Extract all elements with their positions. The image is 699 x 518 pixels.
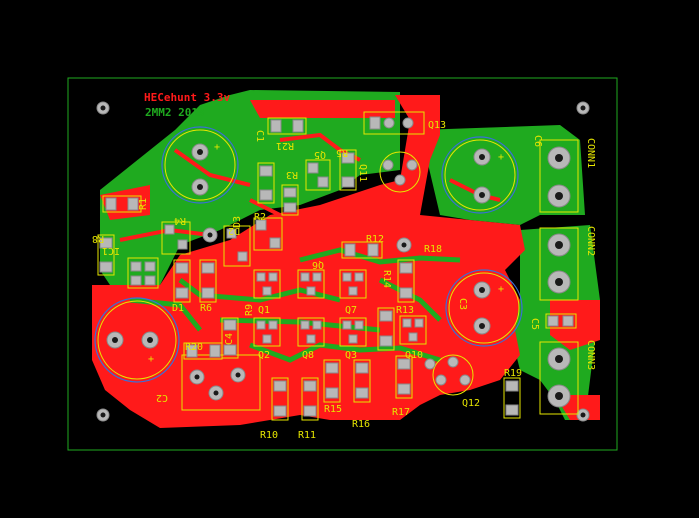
transistor-q13 — [363, 111, 425, 135]
label-r13: R13 — [396, 305, 414, 316]
label-r12: R12 — [366, 234, 384, 245]
label-r3: R3 — [286, 169, 298, 180]
label-r9: R9 — [244, 304, 255, 316]
label-r11: R11 — [298, 430, 316, 441]
connector-conn1 — [539, 139, 579, 213]
label-d2: D2 — [228, 225, 240, 236]
label-q11: Q11 — [357, 164, 368, 182]
polarity-marks: + + + + — [148, 142, 504, 365]
vias — [202, 227, 436, 370]
label-r1: R1 — [138, 198, 149, 210]
capacitor-c1 — [161, 126, 239, 204]
svg-text:+: + — [214, 142, 220, 153]
label-conn3: CONN3 — [585, 340, 596, 370]
capacitor-c2-outline — [181, 354, 261, 411]
label-c5: C5 — [529, 318, 540, 330]
label-c1: C1 — [254, 130, 265, 142]
capacitor-c6 — [441, 136, 519, 214]
label-d3: D3 — [232, 216, 243, 228]
label-q5: Q5 — [314, 149, 326, 160]
label-q8: Q8 — [302, 350, 314, 361]
label-q1: Q1 — [258, 305, 270, 316]
label-c4: C4 — [224, 333, 235, 345]
label-r18: R18 — [424, 244, 442, 255]
label-r2: R2 — [254, 212, 266, 223]
label-r19: R19 — [504, 368, 522, 379]
label-r6: R6 — [200, 303, 212, 314]
label-q3: Q3 — [345, 350, 357, 361]
label-q12: Q12 — [462, 398, 480, 409]
board-outline — [67, 77, 618, 451]
label-r21: R21 — [276, 140, 294, 151]
label-d1: D1 — [172, 303, 184, 314]
label-conn2: CONN2 — [585, 226, 596, 256]
top-copper-pour — [92, 95, 525, 428]
label-r17: R17 — [392, 407, 410, 418]
transistor-q11 — [379, 151, 421, 193]
label-r15: R15 — [324, 404, 342, 415]
label-r8: R8 — [92, 233, 104, 244]
label-r5: R5 — [336, 147, 348, 158]
capacitor-c-left — [94, 297, 180, 383]
label-q13: Q13 — [428, 120, 446, 131]
label-c2: C2 — [156, 392, 168, 403]
transistor-q12 — [432, 354, 474, 396]
label-q6: Q6 — [312, 259, 324, 270]
silkscreen-labels: R1 R2 R3 R4 R5 R6 R8 R9 R10 R11 R12 R13 … — [92, 120, 596, 441]
label-q2: Q2 — [258, 350, 270, 361]
label-r4: R4 — [174, 215, 186, 226]
svg-text:+: + — [148, 354, 154, 365]
label-r10: R10 — [260, 430, 278, 441]
board-year: 2MM2 2013 — [145, 106, 205, 119]
connector-conn2 — [539, 227, 579, 301]
smd-components — [97, 117, 577, 421]
svg-text:+: + — [498, 284, 504, 295]
label-conn1: CONN1 — [585, 138, 596, 168]
svg-text:+: + — [498, 152, 504, 163]
board-title: HECehunt 3.3v — [144, 91, 230, 104]
label-r20: R20 — [185, 342, 203, 353]
connector-conn3 — [539, 341, 579, 415]
label-r16: R16 — [352, 419, 370, 430]
capacitor-c3 — [445, 269, 523, 347]
label-r14: R14 — [381, 270, 392, 288]
label-q7: Q7 — [345, 305, 357, 316]
label-c6: C6 — [532, 135, 543, 147]
label-q10: Q10 — [405, 350, 423, 361]
smd-transistors — [127, 221, 427, 347]
label-c3: C3 — [457, 298, 468, 310]
mounting-holes — [96, 101, 590, 422]
label-ic1: IC1 — [102, 245, 120, 256]
